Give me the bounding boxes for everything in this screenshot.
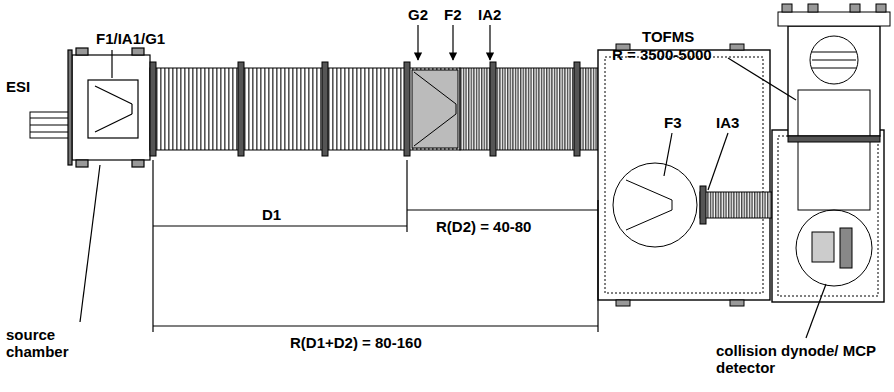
- part-label: IA2: [478, 6, 501, 23]
- resolution-label: R = 3500-5000: [612, 46, 712, 63]
- part-label: IA3: [716, 114, 739, 131]
- part-label: collision dynode/ MCP detector: [716, 342, 876, 376]
- part-label: G2: [408, 6, 428, 23]
- dimension-label: D1: [262, 206, 281, 223]
- dimension-label: R(D1+D2) = 80-160: [290, 334, 422, 351]
- part-label: F1/IA1/G1: [96, 30, 165, 47]
- part-label: source chamber: [6, 326, 78, 360]
- part-label: F3: [664, 114, 682, 131]
- dimension-label: R(D2) = 40-80: [436, 218, 531, 235]
- part-label: F2: [444, 6, 462, 23]
- instrument-label: TOFMS: [642, 28, 694, 45]
- instrument-label: ESI: [6, 78, 30, 95]
